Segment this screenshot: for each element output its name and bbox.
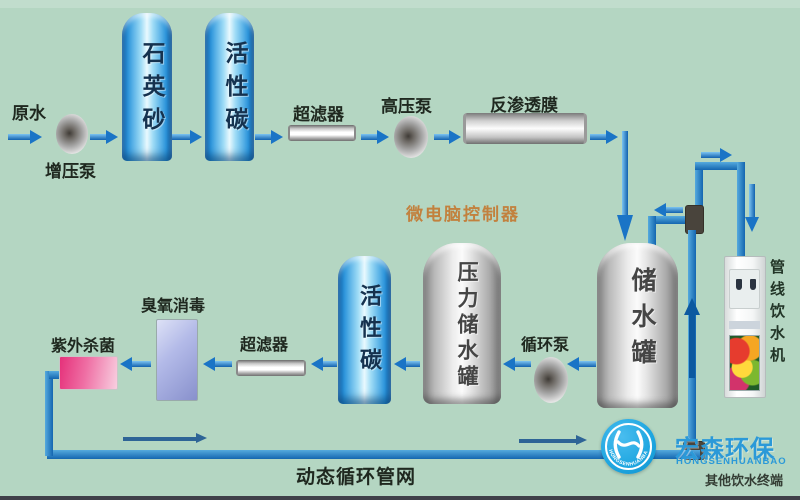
flow-arrow-left-icon [503, 357, 531, 371]
flow-arrow-right-icon [519, 435, 587, 450]
uv-label: 紫外杀菌 [51, 338, 116, 355]
storage-tank-label: 储水罐 [628, 267, 656, 375]
flow-arrow-right-icon [255, 130, 283, 144]
ultrafilter-tube-bottom [236, 360, 306, 376]
pressure-storage-tank: 压力储水罐 [423, 243, 501, 404]
faucet-icon [750, 279, 756, 290]
flow-arrow-left-icon [394, 357, 420, 371]
flow-arrow-left-icon [311, 357, 337, 371]
activated-carbon-column-bottom: 活性碳 [338, 256, 391, 404]
flow-arrow-right-icon [123, 433, 207, 448]
pipe-network-label: 动态循环管网 [296, 467, 417, 488]
ultrafilter-bottom-label: 超滤器 [240, 337, 289, 354]
dispenser-fruit-graphic [729, 335, 760, 391]
flow-arrow-right-icon [361, 130, 389, 144]
hongsen-logo-icon: HONGSENHUANBAO [599, 415, 656, 474]
ultrafilter-top-label: 超滤器 [293, 105, 344, 124]
pipe-segment [695, 162, 703, 212]
flow-arrow-left-icon [567, 357, 596, 371]
pipe-segment [695, 162, 745, 170]
quartz-sand-column: 石英砂 [122, 13, 172, 161]
circulation-pipe [47, 450, 700, 459]
flow-arrow-right-icon [701, 148, 732, 162]
storage-tank: 储水罐 [597, 243, 678, 408]
flow-arrow-down-icon [744, 184, 760, 232]
ultrafilter-tube-top [288, 125, 356, 141]
logo-name-en: HONGSENHUANBAO [676, 456, 787, 467]
flow-arrow-down-icon [617, 131, 633, 241]
top-edge-strip [0, 0, 800, 8]
pipe-segment [45, 371, 53, 456]
flow-arrow-right-icon [172, 130, 202, 144]
ro-membrane-cylinder [463, 113, 587, 144]
activated-carbon-bottom-label: 活性碳 [357, 284, 382, 380]
flow-arrow-left-icon [120, 357, 151, 371]
uv-sterilizer-unit [59, 356, 118, 390]
ozone-label: 臭氧消毒 [141, 298, 206, 315]
circulation-pump-label: 循环泵 [521, 337, 570, 354]
booster-pump-sphere [56, 114, 88, 154]
pipe-segment [648, 216, 656, 248]
raw-water-label: 原水 [12, 104, 46, 123]
circulation-pump-sphere [534, 357, 568, 403]
dispenser-label: 管线饮水机 [768, 259, 785, 369]
high-pressure-pump-label: 高压泵 [381, 97, 432, 116]
dispenser-label-strip [729, 321, 760, 329]
controller-label: 微电脑控制器 [406, 205, 520, 224]
high-pressure-pump-sphere [394, 116, 428, 158]
flow-arrow-left-icon [654, 203, 683, 217]
bottom-edge-strip [0, 496, 800, 500]
flow-arrow-up-icon [684, 298, 700, 378]
pipe-segment [737, 162, 745, 258]
hongsen-logo-glyph: HONGSENHUANBAO [599, 415, 652, 470]
booster-pump-label: 增压泵 [45, 162, 96, 181]
flow-arrow-right-icon [8, 130, 42, 144]
flow-arrow-right-icon [434, 130, 461, 144]
pipeline-water-dispenser [724, 256, 766, 398]
flow-arrow-left-icon [203, 357, 232, 371]
pipe-segment [648, 216, 690, 224]
quartz-sand-label: 石英砂 [139, 41, 165, 140]
pipe-tee-junction [686, 206, 703, 233]
faucet-icon [736, 279, 742, 290]
pressure-tank-label: 压力储水罐 [455, 261, 478, 391]
other-terminals-label: 其他饮水终端 [705, 473, 784, 488]
dispenser-faucet-panel [729, 269, 760, 309]
ozone-disinfection-unit [156, 319, 198, 401]
flow-arrow-right-icon [590, 130, 618, 144]
ro-membrane-label: 反渗透膜 [490, 96, 558, 115]
activated-carbon-column-top: 活性碳 [205, 13, 254, 161]
flow-arrow-right-icon [90, 130, 118, 144]
activated-carbon-top-label: 活性碳 [222, 41, 248, 140]
pipe-segment [49, 371, 61, 379]
logo-name-cn: 宏森环保 [675, 436, 775, 463]
